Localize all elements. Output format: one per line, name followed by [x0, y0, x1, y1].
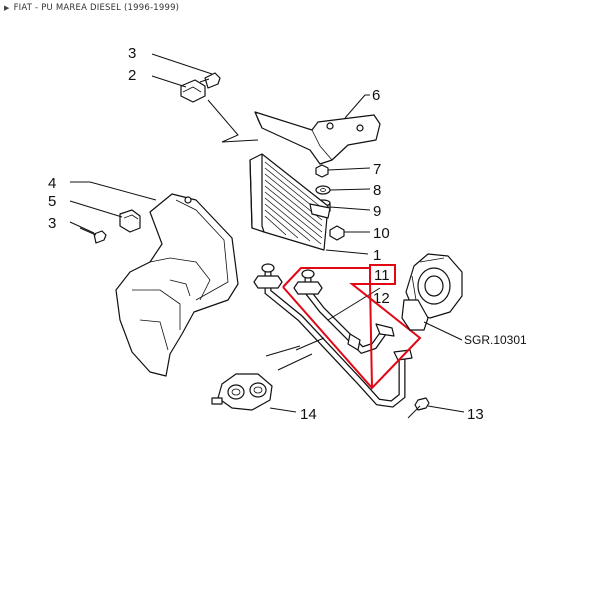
label-4: 4 [48, 175, 56, 192]
leader-14 [269, 407, 297, 413]
clip-part-2[interactable] [180, 79, 206, 103]
leader-3-top [151, 53, 213, 75]
label-3-left: 3 [48, 215, 56, 232]
label-10: 10 [373, 225, 390, 242]
leader-sgr [423, 321, 463, 341]
leader-1 [325, 249, 369, 255]
label-7: 7 [373, 161, 381, 178]
connector-14b [277, 353, 313, 371]
label-12: 12 [373, 290, 390, 307]
label-5: 5 [48, 193, 56, 210]
leader-7 [327, 167, 371, 171]
leader-8 [329, 188, 371, 191]
label-13: 13 [467, 406, 484, 423]
breadcrumb-arrow-icon: ▶ [4, 4, 10, 12]
leader-4b [89, 181, 157, 201]
highlight-region-11-edge [282, 286, 373, 389]
leader-2 [151, 75, 187, 88]
label-14: 14 [300, 406, 317, 423]
bolt-part-3-top[interactable] [199, 72, 221, 89]
highlight-box-11 [369, 264, 396, 285]
clip-part-5[interactable] [119, 209, 141, 233]
connector-14c [295, 337, 325, 351]
label-3-top: 3 [128, 45, 136, 62]
leader-5 [69, 200, 123, 218]
oil-pipe-assembly[interactable] [253, 263, 413, 408]
nut-part-7[interactable] [315, 164, 329, 178]
heat-shield-part-4[interactable] [115, 193, 239, 377]
bolt-part-3-left[interactable] [79, 227, 107, 244]
nut-part-10[interactable] [329, 225, 345, 241]
leader-12 [327, 287, 381, 321]
label-2: 2 [128, 67, 136, 84]
bracket-part-6[interactable] [254, 111, 381, 165]
oil-cooler-part-1[interactable] [249, 153, 331, 251]
connector-14a [265, 345, 301, 357]
pipe-clamp-part-14[interactable] [211, 373, 273, 411]
breadcrumb-text: FIAT - PU MAREA DIESEL (1996-1999) [13, 3, 180, 13]
reference-label: SGR.10301 [464, 333, 527, 347]
breadcrumb[interactable]: ▶ FIAT - PU MAREA DIESEL (1996-1999) [0, 0, 600, 16]
highlight-region-11 [282, 267, 422, 391]
label-11: 11 [374, 267, 390, 284]
leader-13 [427, 405, 465, 413]
label-8: 8 [373, 182, 381, 199]
leader-6 [344, 94, 366, 119]
label-9: 9 [373, 203, 381, 220]
label-1: 1 [373, 247, 381, 264]
bolt-part-13[interactable] [407, 397, 430, 419]
washer-part-8[interactable] [315, 185, 331, 195]
connector-line [207, 99, 259, 143]
filter-housing[interactable] [401, 253, 463, 331]
leader-9 [329, 206, 371, 211]
label-6: 6 [372, 87, 380, 104]
leader-3-left [69, 221, 95, 234]
